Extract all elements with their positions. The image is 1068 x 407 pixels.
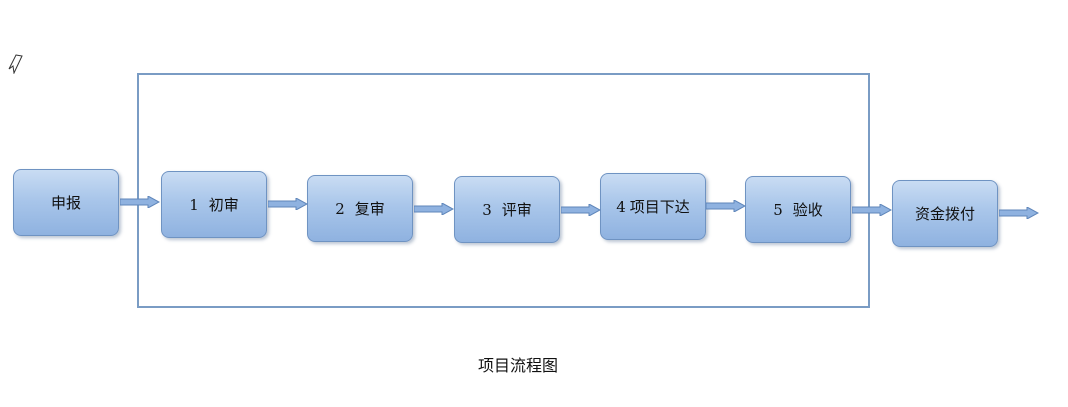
flow-arrow-6: [852, 204, 892, 216]
node-zijinbofu: 资金拨付: [892, 180, 998, 247]
flow-arrow-7: [999, 207, 1039, 219]
node-pingshen: 3 评审: [454, 176, 560, 243]
node-label: 复审: [354, 200, 385, 218]
node-number: 4: [616, 197, 626, 216]
flow-arrow-3: [414, 203, 454, 215]
process-group-frame: [137, 73, 870, 308]
flow-arrow-1: [120, 196, 160, 208]
node-label: 验收: [792, 201, 823, 219]
node-shenbao: 申报: [13, 169, 119, 236]
node-fushen: 2 复审: [307, 175, 413, 242]
node-number: 1: [189, 195, 199, 214]
node-chushen: 1 初审: [161, 171, 267, 238]
diagram-caption: 项目流程图: [477, 356, 558, 375]
node-yanshou: 5 验收: [745, 176, 851, 243]
flow-arrow-4: [561, 204, 601, 216]
node-label: 资金拨付: [914, 205, 975, 223]
node-number: 2: [335, 199, 345, 218]
pointer-cursor-icon: [8, 54, 23, 74]
flow-arrow-2: [268, 198, 308, 210]
node-label: 申报: [50, 194, 81, 212]
node-label: 项目下达: [629, 198, 690, 216]
node-number: 5: [773, 200, 783, 219]
node-label: 评审: [501, 201, 532, 219]
flow-arrow-5: [706, 200, 746, 212]
node-number: 3: [482, 200, 492, 219]
node-label: 初审: [208, 196, 239, 214]
